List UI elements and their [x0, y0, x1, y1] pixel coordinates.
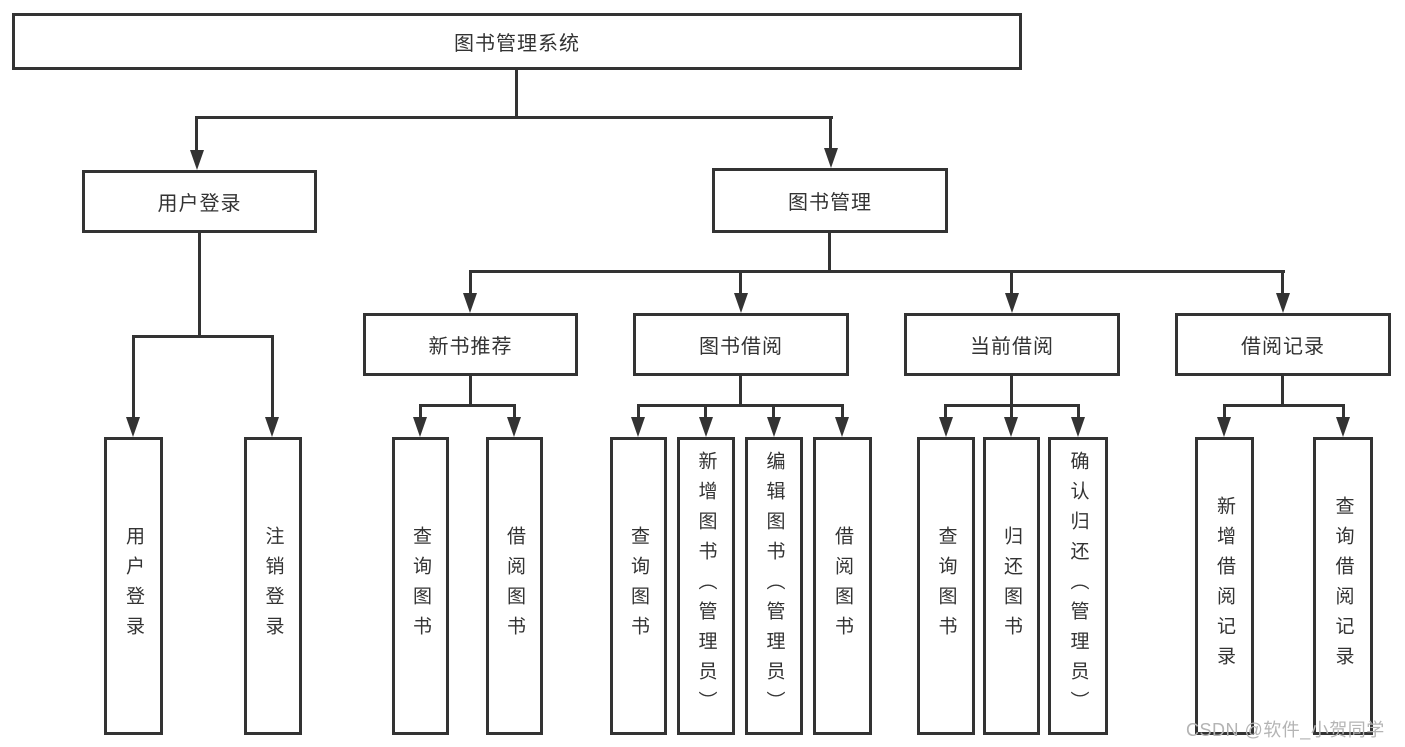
edge-to-leaf-user-login: [132, 337, 135, 419]
arrowhead-leaf-user-login: [126, 417, 140, 437]
arrowhead-cb-query: [939, 417, 953, 437]
node-user-login-label: 用户登录: [157, 193, 242, 215]
edge-book-borrow-bus: [637, 404, 844, 407]
edge-to-book-borrow: [739, 272, 742, 295]
leaf-records-query-record-label: 查询借阅记录: [1332, 496, 1354, 676]
node-current-borrowing: 当前借阅: [904, 313, 1120, 376]
node-user-login: 用户登录: [82, 170, 317, 233]
leaf-newbook-query-books-label: 查询图书: [410, 526, 431, 646]
node-new-book-recommend-label: 新书推荐: [428, 336, 513, 358]
edge-to-borrow-record: [1281, 272, 1284, 295]
edge-to-cb-confirm: [1077, 406, 1080, 419]
edge-current-borrow-bus: [944, 404, 1080, 407]
edge-to-bb-borrow: [841, 406, 844, 419]
edge-borrow-record-stem: [1281, 376, 1284, 406]
arrowhead-br-query: [1336, 417, 1350, 437]
leaf-logout-label: 注销登录: [262, 526, 284, 646]
edge-to-new-book-rec: [469, 272, 472, 295]
edge-to-br-query: [1342, 406, 1345, 419]
leaf-records-query-record: 查询借阅记录: [1313, 437, 1373, 735]
leaf-user-login-label: 用户登录: [123, 526, 144, 646]
leaf-current-query-books: 查询图书: [917, 437, 975, 735]
edge-to-cb-query: [944, 406, 947, 419]
leaf-borrow-edit-books-admin-label: 编辑图书（管理员）: [763, 451, 785, 721]
leaf-borrow-borrow-books-label: 借阅图书: [832, 526, 853, 646]
edge-level2-bus: [195, 116, 833, 119]
arrowhead-nb-borrow: [507, 417, 521, 437]
csdn-watermark: CSDN @软件_小贺同学: [1186, 720, 1385, 740]
leaf-newbook-borrow-books-label: 借阅图书: [504, 526, 525, 646]
edge-level3-bus: [469, 270, 1285, 273]
leaf-records-add-record-label: 新增借阅记录: [1214, 496, 1235, 676]
edge-to-nb-query: [419, 406, 422, 419]
arrowhead-borrow-record: [1276, 293, 1290, 313]
edge-to-bb-query: [637, 406, 640, 419]
leaf-borrow-add-books-admin-label: 新增图书（管理员）: [695, 451, 717, 721]
leaf-current-confirm-return-admin-label: 确认归还（管理员）: [1067, 451, 1089, 721]
arrowhead-bb-add: [699, 417, 713, 437]
arrowhead-cb-confirm: [1071, 417, 1085, 437]
node-book-borrowing: 图书借阅: [633, 313, 849, 376]
arrowhead-leaf-logout: [265, 417, 279, 437]
node-book-management: 图书管理: [712, 168, 948, 233]
edge-to-bb-edit: [772, 406, 775, 419]
leaf-logout: 注销登录: [244, 437, 302, 735]
leaf-borrow-add-books-admin: 新增图书（管理员）: [677, 437, 735, 735]
leaf-current-return-books: 归还图书: [983, 437, 1040, 735]
edge-book-mgmt-stem: [828, 233, 831, 272]
leaf-user-login: 用户登录: [104, 437, 163, 735]
leaf-borrow-query-books-label: 查询图书: [628, 526, 649, 646]
edge-new-book-rec-stem: [469, 376, 472, 406]
edge-borrow-record-bus: [1223, 404, 1345, 407]
edge-to-cb-return: [1010, 406, 1013, 419]
edge-current-borrow-stem: [1010, 376, 1013, 406]
arrowhead-bb-borrow: [835, 417, 849, 437]
node-root: 图书管理系统: [12, 13, 1022, 70]
arrowhead-br-add: [1217, 417, 1231, 437]
node-current-borrowing-label: 当前借阅: [970, 336, 1054, 358]
node-book-borrowing-label: 图书借阅: [699, 336, 783, 358]
edge-to-current-borrow: [1010, 272, 1013, 295]
leaf-records-add-record: 新增借阅记录: [1195, 437, 1254, 735]
arrowhead-book-mgmt: [824, 148, 838, 168]
node-borrowing-records: 借阅记录: [1175, 313, 1391, 376]
arrowhead-user-login: [190, 150, 204, 170]
leaf-newbook-borrow-books: 借阅图书: [486, 437, 543, 735]
edge-book-borrow-stem: [739, 376, 742, 406]
edge-to-bb-add: [704, 406, 707, 419]
edge-to-book-mgmt: [829, 118, 832, 150]
arrowhead-new-book-rec: [463, 293, 477, 313]
leaf-borrow-edit-books-admin: 编辑图书（管理员）: [745, 437, 803, 735]
edge-user-login-bus: [132, 335, 274, 338]
leaf-borrow-borrow-books: 借阅图书: [813, 437, 872, 735]
edge-to-nb-borrow: [513, 406, 516, 419]
edge-user-login-stem: [198, 233, 201, 337]
node-new-book-recommend: 新书推荐: [363, 313, 578, 376]
arrowhead-bb-edit: [767, 417, 781, 437]
leaf-newbook-query-books: 查询图书: [392, 437, 449, 735]
leaf-current-confirm-return-admin: 确认归还（管理员）: [1048, 437, 1108, 735]
arrowhead-cb-return: [1004, 417, 1018, 437]
arrowhead-book-borrow: [734, 293, 748, 313]
arrowhead-nb-query: [413, 417, 427, 437]
node-root-label: 图书管理系统: [454, 33, 580, 55]
leaf-borrow-query-books: 查询图书: [610, 437, 667, 735]
arrowhead-bb-query: [631, 417, 645, 437]
node-book-management-label: 图书管理: [788, 192, 872, 214]
leaf-current-query-books-label: 查询图书: [935, 526, 957, 646]
edge-to-br-add: [1223, 406, 1226, 419]
edge-to-leaf-logout: [271, 337, 274, 419]
leaf-current-return-books-label: 归还图书: [1001, 526, 1022, 646]
node-borrowing-records-label: 借阅记录: [1241, 336, 1325, 358]
edge-root-stem: [515, 70, 518, 118]
edge-to-user-login: [195, 118, 198, 152]
arrowhead-current-borrow: [1005, 293, 1019, 313]
edge-new-book-rec-bus: [419, 404, 516, 407]
